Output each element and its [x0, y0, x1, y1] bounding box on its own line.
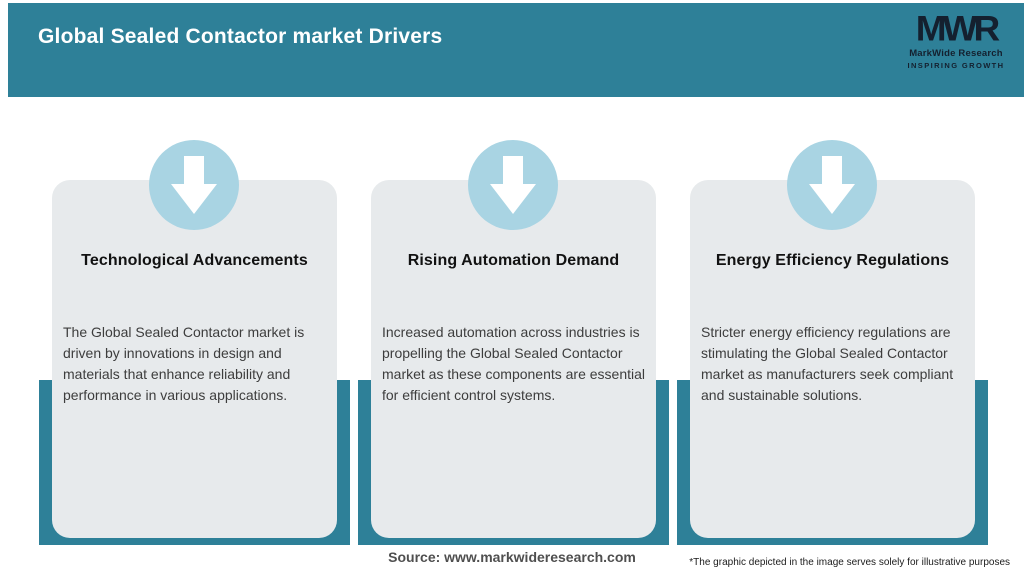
card-panel: Energy Efficiency Regulations Stricter e… — [690, 180, 975, 538]
header-bar: Global Sealed Contactor market Drivers M… — [8, 3, 1024, 97]
logo-acronym: MWR — [915, 9, 1000, 48]
arrow-badge — [468, 140, 558, 230]
page-title: Global Sealed Contactor market Drivers — [38, 25, 443, 48]
logo-name: MarkWide Research — [909, 48, 1003, 59]
source-text: Source: www.markwideresearch.com — [388, 549, 636, 565]
disclaimer-text: *The graphic depicted in the image serve… — [689, 557, 1010, 568]
driver-card-rising-automation-demand: Rising Automation Demand Increased autom… — [358, 140, 669, 546]
down-arrow-icon — [171, 154, 217, 216]
driver-card-technological-advancements: Technological Advancements The Global Se… — [39, 140, 350, 546]
card-panel: Technological Advancements The Global Se… — [52, 180, 337, 538]
card-description: Stricter energy efficiency regulations a… — [701, 324, 954, 403]
down-arrow-icon — [809, 154, 855, 216]
driver-card-energy-efficiency-regulations: Energy Efficiency Regulations Stricter e… — [677, 140, 988, 546]
card-panel: Rising Automation Demand Increased autom… — [371, 180, 656, 538]
card-description: The Global Sealed Contactor market is dr… — [63, 324, 305, 403]
arrow-badge — [149, 140, 239, 230]
card-title: Technological Advancements — [81, 252, 308, 269]
markwide-logo: MWR MarkWide Research INSPIRING GROWTH — [904, 10, 1008, 69]
down-arrow-icon — [490, 154, 536, 216]
arrow-badge — [787, 140, 877, 230]
card-title: Energy Efficiency Regulations — [715, 252, 950, 269]
card-title: Rising Automation Demand — [407, 252, 620, 269]
logo-tagline: INSPIRING GROWTH — [907, 60, 1005, 70]
card-description: Increased automation across industries i… — [382, 324, 646, 403]
